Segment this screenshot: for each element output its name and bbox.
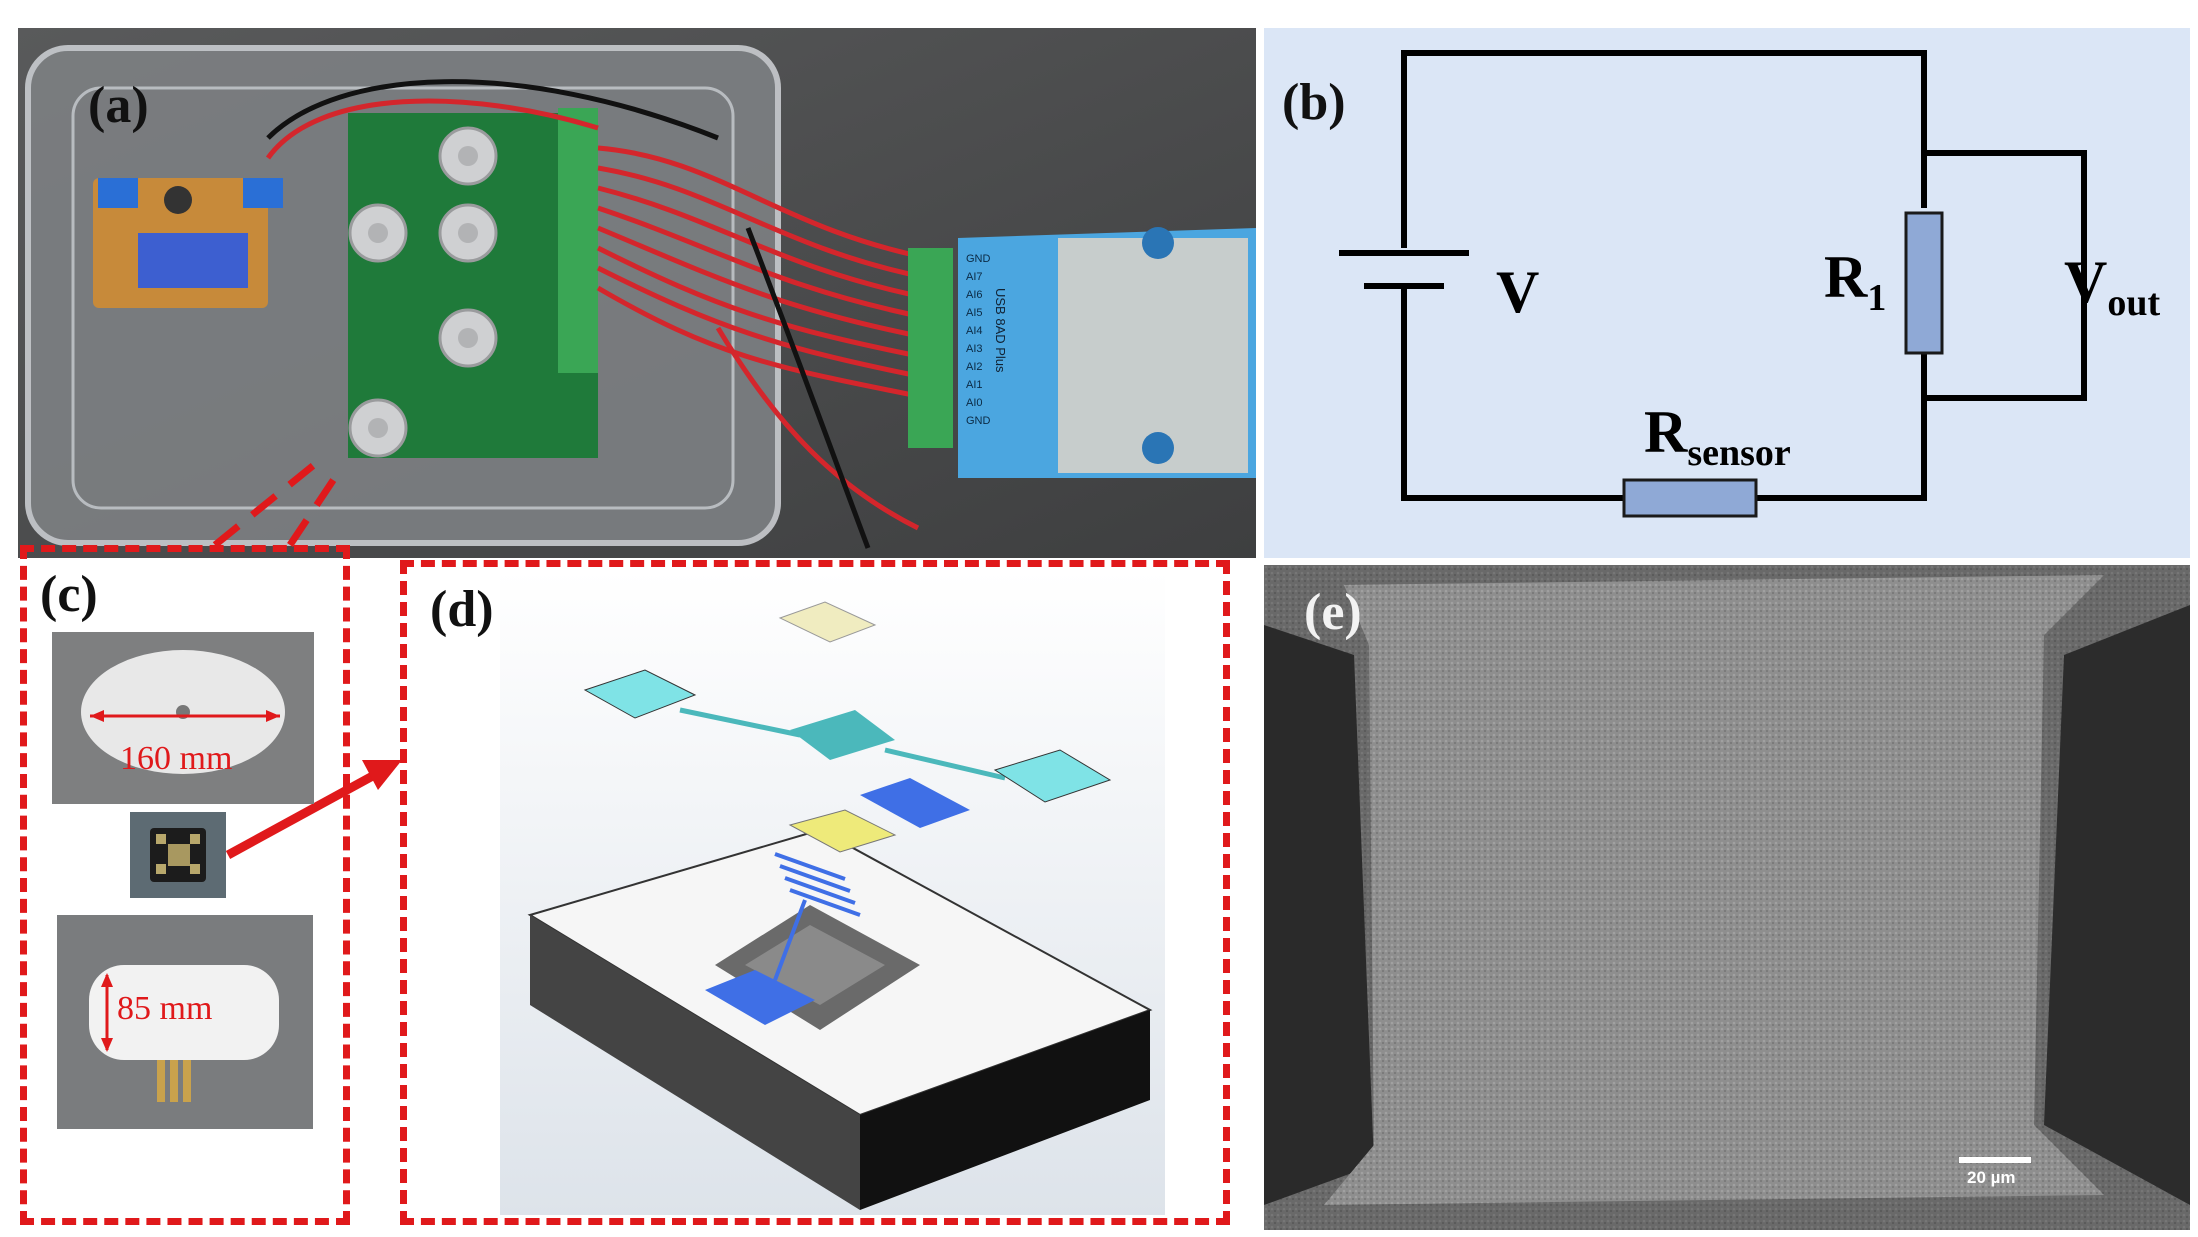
panel-a-photo: (a) USB 8AD Plus GND AI7 AI6 AI5 AI4 AI3… — [18, 28, 1256, 558]
panel-d-render — [500, 570, 1165, 1215]
vout-label: Vout — [2064, 249, 2161, 324]
sensor-side-photo: 85 mm — [57, 915, 313, 1129]
panel-d-frame — [400, 560, 1230, 1225]
daq-pin: AI7 — [966, 271, 983, 283]
sensor-chip-photo — [130, 812, 226, 898]
daq-pin: AI1 — [966, 379, 983, 391]
daq-pin: AI2 — [966, 361, 983, 373]
daq-pin: AI0 — [966, 397, 983, 409]
daq-pin: GND — [966, 415, 991, 427]
panel-b-circuit: (b) V R1 Vout Rsensor — [1264, 28, 2190, 558]
daq-pin: AI6 — [966, 289, 983, 301]
device-photo-illustration — [18, 28, 1256, 558]
daq-pin: GND — [966, 253, 991, 265]
r1-label: R1 — [1824, 244, 1887, 319]
panel-c-label: (c) — [40, 566, 98, 623]
sensor-top-photo: 160 mm — [52, 632, 314, 804]
circuit-diagram — [1339, 50, 2087, 518]
exploded-sensor-render — [500, 570, 1165, 1215]
dimension-85mm: 85 mm — [117, 990, 213, 1027]
panel-e-sem-image: (e) 20 µm — [1264, 565, 2190, 1230]
rsensor-resistor — [1622, 478, 1758, 518]
panel-a-label: (a) — [88, 77, 149, 134]
rsensor-label: Rsensor — [1644, 399, 1791, 474]
daq-pin: AI4 — [966, 325, 983, 337]
r1-resistor — [1904, 211, 1944, 355]
panel-c-frame — [20, 545, 350, 1225]
panel-d-label: (d) — [430, 581, 494, 638]
sem-micrograph — [1264, 565, 2190, 1230]
panel-e-label: (e) — [1304, 584, 1362, 641]
scale-bar — [1959, 1157, 2031, 1163]
dimension-160mm: 160 mm — [120, 740, 233, 777]
scale-bar-label: 20 µm — [1967, 1168, 2016, 1187]
daq-pin-labels: GND AI7 AI6 AI5 AI4 AI3 AI2 AI1 AI0 GND — [966, 250, 990, 430]
source-voltage-label: V — [1496, 259, 1540, 325]
daq-pin: AI3 — [966, 343, 983, 355]
daq-pin: AI5 — [966, 307, 983, 319]
panel-b-label: (b) — [1282, 74, 1346, 131]
